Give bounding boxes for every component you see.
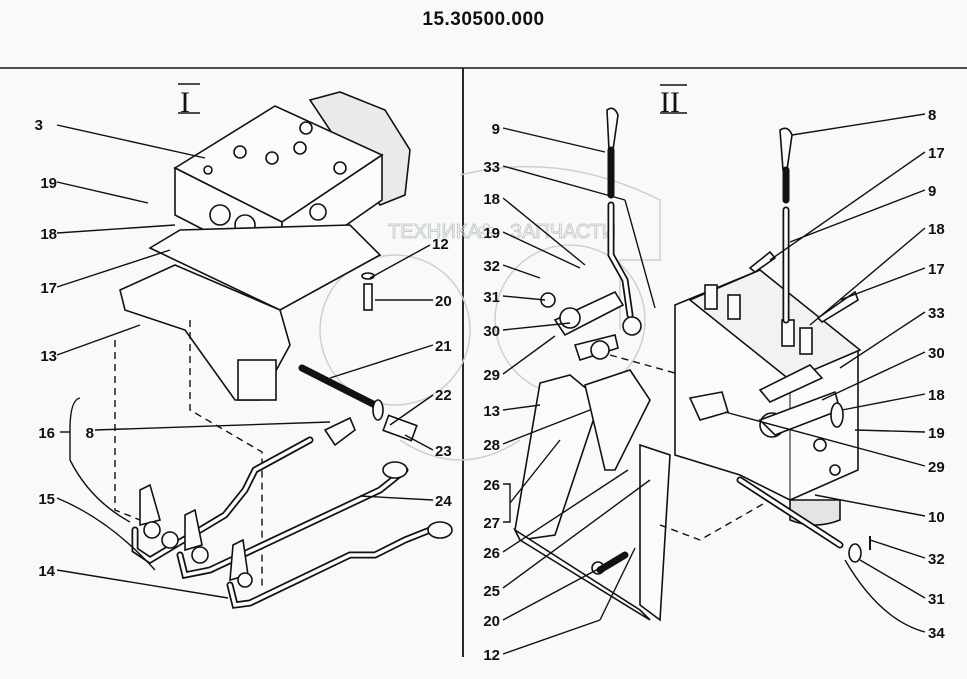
callout-9: 9 xyxy=(928,183,936,200)
watermark: ТЕХНИКА ЗАПЧАСТИ ✿ xyxy=(319,165,661,461)
callout-12: 12 xyxy=(483,647,500,664)
callout-13: 13 xyxy=(483,403,500,420)
callout-30: 30 xyxy=(928,345,945,362)
callout-19: 19 xyxy=(928,425,945,442)
callout-3: 3 xyxy=(35,117,43,134)
callout-23: 23 xyxy=(435,443,452,460)
callout-33: 33 xyxy=(928,305,945,322)
callout-20: 20 xyxy=(483,613,500,630)
gear-icon: ✿ xyxy=(478,221,495,243)
dashed-guide xyxy=(659,499,771,541)
callout-32: 32 xyxy=(928,551,945,568)
bracket-plate-right xyxy=(639,443,671,622)
callout-21: 21 xyxy=(435,338,452,355)
callout-10: 10 xyxy=(928,509,945,526)
control-valve-block xyxy=(674,269,862,526)
mounting-plate xyxy=(148,224,382,311)
callout-17: 17 xyxy=(928,261,945,278)
callout-17: 17 xyxy=(928,145,945,162)
section-II-label: II xyxy=(660,86,680,119)
section-I-label: I xyxy=(180,86,190,119)
callout-22: 22 xyxy=(435,387,452,404)
callout-30: 30 xyxy=(483,323,500,340)
callout-29: 29 xyxy=(928,459,945,476)
callout-25: 25 xyxy=(483,583,500,600)
callout-9: 9 xyxy=(492,121,500,138)
callout-27: 27 xyxy=(483,515,500,532)
callout-34: 34 xyxy=(928,625,945,642)
watermark-text-left: ТЕХНИКА xyxy=(388,221,481,243)
drawing-number-title: 15.30500.000 xyxy=(422,9,545,30)
callout-12: 12 xyxy=(432,236,449,253)
callout-24: 24 xyxy=(435,493,452,510)
callout-18: 18 xyxy=(40,226,57,243)
callout-29: 29 xyxy=(483,367,500,384)
callout-33: 33 xyxy=(483,159,500,176)
callout-18: 18 xyxy=(928,221,945,238)
callout-19: 19 xyxy=(40,175,57,192)
callout-8: 8 xyxy=(86,425,94,442)
leaders-section-II xyxy=(502,113,926,655)
bracket-plate xyxy=(514,374,601,541)
callout-18: 18 xyxy=(928,387,945,404)
callout-20: 20 xyxy=(435,293,452,310)
callout-19: 19 xyxy=(483,225,500,242)
callout-26: 26 xyxy=(483,477,500,494)
callout-32: 32 xyxy=(483,258,500,275)
dashed-guide xyxy=(114,340,141,521)
watermark-circle xyxy=(319,254,471,406)
watermark-text-right: ЗАПЧАСТИ xyxy=(510,221,616,243)
callout-28: 28 xyxy=(483,437,500,454)
callout-13: 13 xyxy=(40,348,57,365)
callout-15: 15 xyxy=(38,491,55,508)
callout-17: 17 xyxy=(40,280,57,297)
callout-14: 14 xyxy=(38,563,55,580)
callout-31: 31 xyxy=(928,591,945,608)
lever-rod xyxy=(131,436,314,565)
dashed-guide xyxy=(189,320,263,590)
callout-26: 26 xyxy=(483,545,500,562)
callout-8: 8 xyxy=(928,107,936,124)
callout-31: 31 xyxy=(483,289,500,306)
callout-16: 16 xyxy=(38,425,55,442)
callout-18: 18 xyxy=(483,191,500,208)
leaders-section-I xyxy=(56,124,434,599)
bracket-foot xyxy=(237,359,277,401)
